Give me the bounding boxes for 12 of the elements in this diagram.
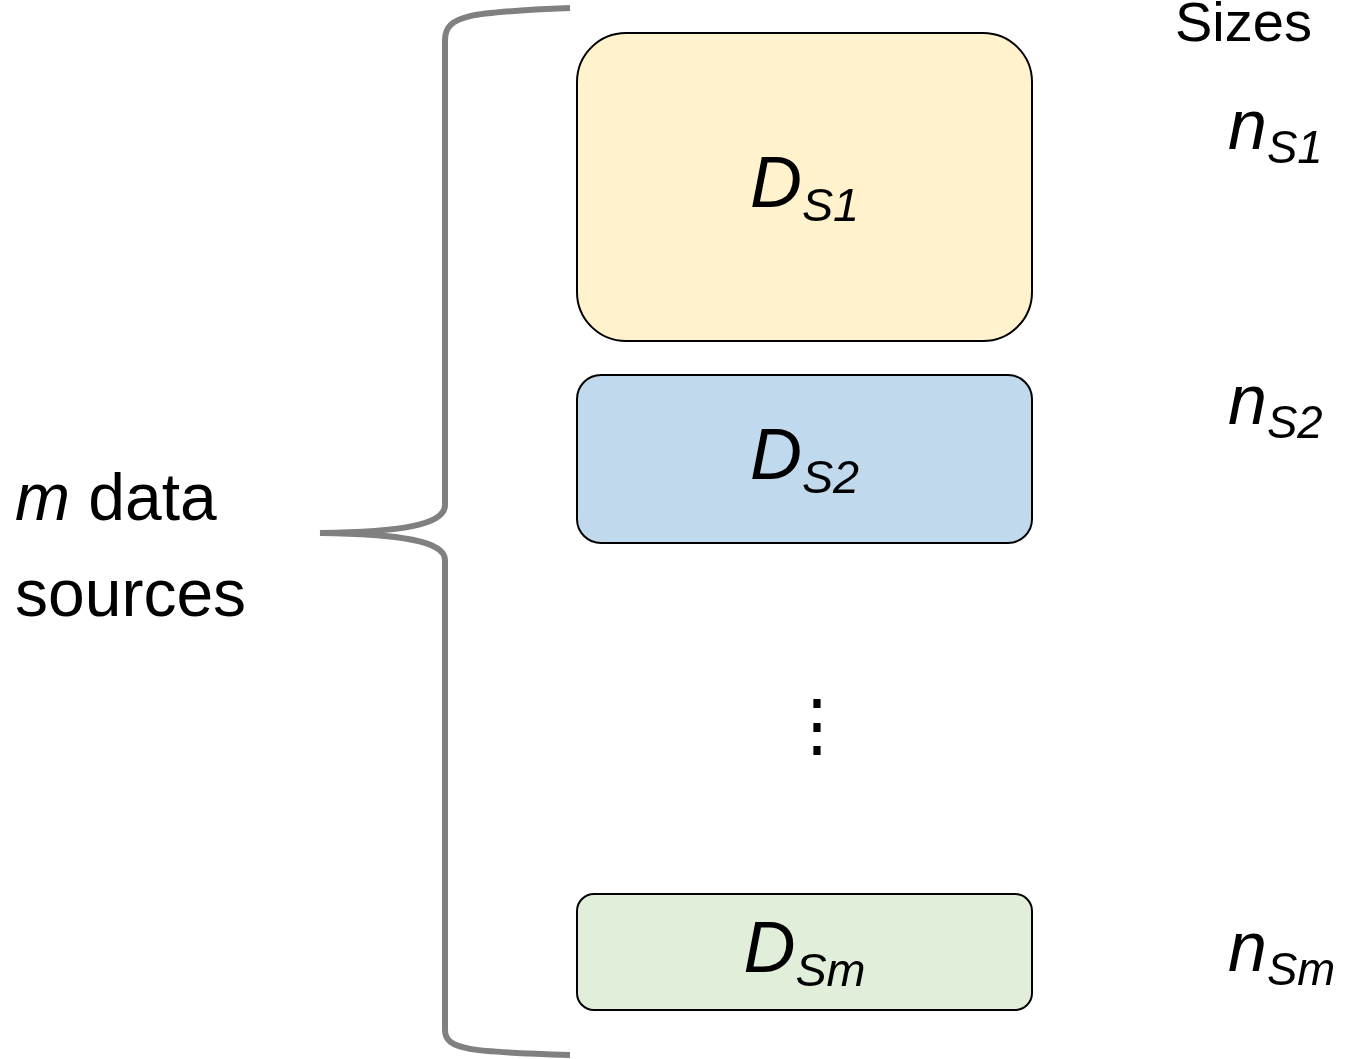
dataset-label: D$_{Sm}$ [743, 910, 866, 994]
ellipsis-mark: ⋮ [782, 690, 852, 760]
size-label: n$_{Sm}$ [1228, 912, 1336, 993]
size-label: n$_{S2}$ [1228, 365, 1323, 446]
data-source-box [576, 374, 1033, 544]
data-source-box [576, 893, 1033, 1011]
data-source-box [576, 32, 1033, 342]
size-label: n$_{S1}$ [1228, 90, 1323, 171]
column-heading: Sizes [1175, 0, 1312, 50]
brace-label: m data sources [15, 459, 248, 632]
dataset-label: D$_{S2}$ [749, 417, 860, 501]
dataset-label: D$_{S1}$ [749, 145, 860, 229]
